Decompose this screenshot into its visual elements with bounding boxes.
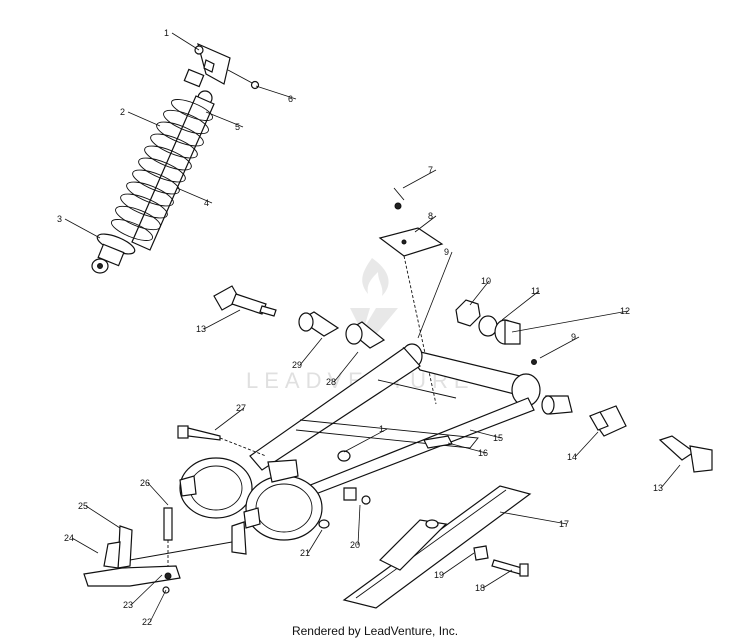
callout-number-c7: 7 xyxy=(428,165,433,175)
callout-number-c13b: 13 xyxy=(653,483,663,493)
bracket-24 xyxy=(83,507,233,594)
swing-arm xyxy=(249,343,541,502)
shock-absorber xyxy=(91,42,260,274)
callout-number-c10: 10 xyxy=(481,276,491,286)
right-pivot-parts xyxy=(455,299,713,473)
callout-number-c9b: 9 xyxy=(571,332,576,342)
pivot-bolt-left xyxy=(213,285,277,317)
callout-number-c22: 22 xyxy=(142,617,152,627)
callout-leader-c1a xyxy=(171,32,200,51)
callout-leader-c20 xyxy=(357,504,361,546)
callout-leader-c9a xyxy=(417,251,453,339)
callout-leader-c23 xyxy=(130,574,163,606)
callout-leader-c5 xyxy=(205,111,244,128)
callout-number-c9a: 9 xyxy=(444,247,449,257)
callout-number-c23: 23 xyxy=(123,600,133,610)
callout-leader-c17 xyxy=(499,511,568,525)
callout-number-c14: 14 xyxy=(567,452,577,462)
footer-credit: Rendered by LeadVenture, Inc. xyxy=(291,624,459,638)
callout-number-c6: 6 xyxy=(288,94,293,104)
callout-leader-c12 xyxy=(511,310,629,333)
callout-number-c27: 27 xyxy=(236,403,246,413)
callout-number-c24: 24 xyxy=(64,533,74,543)
callout-leader-c21 xyxy=(307,529,323,554)
bushing-28 xyxy=(345,321,386,349)
callout-leader-c15 xyxy=(469,429,502,439)
callout-number-c28: 28 xyxy=(326,377,336,387)
callout-leader-c4 xyxy=(176,187,213,204)
callout-leader-c16 xyxy=(447,442,487,454)
axle-rings xyxy=(179,457,371,555)
callout-leader-c18 xyxy=(482,569,513,589)
callout-leader-c8 xyxy=(414,215,437,233)
callout-leader-c14 xyxy=(574,431,599,458)
callout-number-c4: 4 xyxy=(204,198,209,208)
callout-number-c12: 12 xyxy=(620,306,630,316)
callout-number-c2: 2 xyxy=(120,107,125,117)
callout-leader-c10 xyxy=(469,280,490,306)
callout-number-c15: 15 xyxy=(493,433,503,443)
callout-leader-c24 xyxy=(71,537,99,554)
callout-leader-c9b xyxy=(539,336,580,359)
callout-leader-c7 xyxy=(402,169,437,189)
callout-number-c1b: 1 xyxy=(379,424,384,434)
callout-number-c16: 16 xyxy=(478,448,488,458)
callout-number-c18: 18 xyxy=(475,583,485,593)
callout-number-c20: 20 xyxy=(350,540,360,550)
callout-number-c17: 17 xyxy=(559,519,569,529)
callout-leader-c27 xyxy=(214,407,245,431)
slide-rail xyxy=(342,485,532,609)
callout-leader-c26 xyxy=(147,482,169,506)
callout-number-c26: 26 xyxy=(140,478,150,488)
callout-leader-c3 xyxy=(64,218,101,239)
callout-number-c21: 21 xyxy=(300,548,310,558)
callout-number-c5: 5 xyxy=(235,122,240,132)
bushing-29 xyxy=(298,311,340,337)
callout-leader-c11 xyxy=(501,290,540,321)
callout-leader-c22 xyxy=(149,589,167,623)
callout-number-c29: 29 xyxy=(292,360,302,370)
callout-leader-c29 xyxy=(299,337,323,366)
plate-and-fitting xyxy=(378,187,444,405)
callout-leader-c19 xyxy=(441,552,475,576)
callout-number-c1a: 1 xyxy=(164,28,169,38)
callout-leader-c25 xyxy=(85,505,121,529)
callout-number-c13a: 13 xyxy=(196,324,206,334)
callout-number-c11: 11 xyxy=(531,286,540,296)
callout-leader-c2 xyxy=(127,111,161,127)
callout-leader-c6 xyxy=(255,85,297,100)
callout-number-c3: 3 xyxy=(57,214,62,224)
callout-number-c8: 8 xyxy=(428,211,433,221)
callout-number-c19: 19 xyxy=(434,570,444,580)
callout-leader-c13a xyxy=(203,309,241,330)
callout-leader-c28 xyxy=(333,351,359,383)
callout-leader-c13b xyxy=(660,464,681,489)
callout-leader-c1b xyxy=(343,428,388,453)
bolt-27 xyxy=(177,425,267,457)
callout-number-c25: 25 xyxy=(78,501,88,511)
